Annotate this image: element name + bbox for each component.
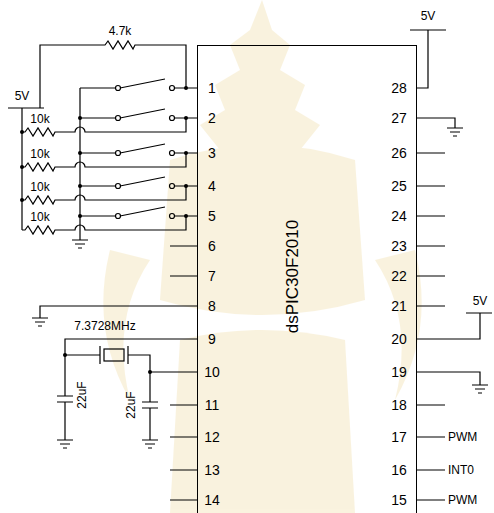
crystal-symbol [65,346,197,440]
ground-wire [417,118,455,128]
signal-name: PWM [448,494,477,506]
supply-bar [8,107,44,108]
component-label: 22uF [76,381,88,408]
pin-number: 23 [391,239,407,253]
pin-number: 5 [208,209,216,223]
pin-number: 8 [208,299,216,313]
pin-number: 24 [391,209,407,223]
pin-number: 16 [391,463,407,477]
pin-number: 18 [391,398,407,412]
pin-number: 11 [205,398,220,412]
signal-name: PWM [448,431,477,443]
signal-name: INT0 [448,464,474,476]
ground-wire [417,372,480,385]
component-label: 4.7k [109,25,132,37]
component-label: 10k [30,148,49,160]
pin-number: 20 [391,332,407,346]
pin-number: 13 [204,463,220,477]
component-label: 10k [30,113,49,125]
pin-stub [170,246,197,500]
ground-wire [40,306,197,318]
pin-number: 28 [391,81,407,95]
pin-number: 4 [208,179,216,193]
pin-number: 9 [208,332,216,346]
component-label: 7.3728MHz [74,320,135,332]
watermark-emblem [103,0,421,513]
component-label: 5V [15,90,30,102]
pin-number: 26 [391,146,407,160]
pin-stub [417,153,445,500]
junction-dots [20,86,188,374]
component-label: 22uF [125,391,137,418]
chip-name: dsPIC30F2010 [285,219,302,332]
pin-number: 15 [391,493,407,507]
ground-symbol [32,128,488,448]
component-label: 5V [421,10,436,22]
supply-wire [417,313,492,339]
pin-number: 19 [391,365,407,379]
pin-number: 27 [391,111,407,125]
pin-number: 6 [208,239,216,253]
supply-wire [410,30,446,88]
chip-body: dsPIC30F2010 [197,45,417,513]
pin-number: 25 [391,179,407,193]
wires [8,30,492,500]
switch-symbol [80,144,197,153]
component-label: 5V [473,295,488,307]
pin-number: 3 [208,146,216,160]
resistor-symbol [40,41,186,108]
pin-number: 2 [208,111,216,125]
pin-number: 17 [391,430,407,444]
component-label: 10k [30,211,49,223]
pin-number: 21 [391,299,407,313]
switch-symbol [80,207,197,216]
pin-number: 7 [208,269,216,283]
switch-symbol [80,79,197,88]
pin-number: 1 [208,81,216,95]
switch-symbol [80,177,197,186]
pin-number: 12 [204,430,220,444]
switch-symbol [80,109,197,118]
component-label: 10k [30,181,49,193]
pin-number: 10 [204,365,220,379]
pin-number: 22 [391,269,407,283]
pin-number: 14 [204,493,220,507]
oscillator-wire [57,339,197,440]
